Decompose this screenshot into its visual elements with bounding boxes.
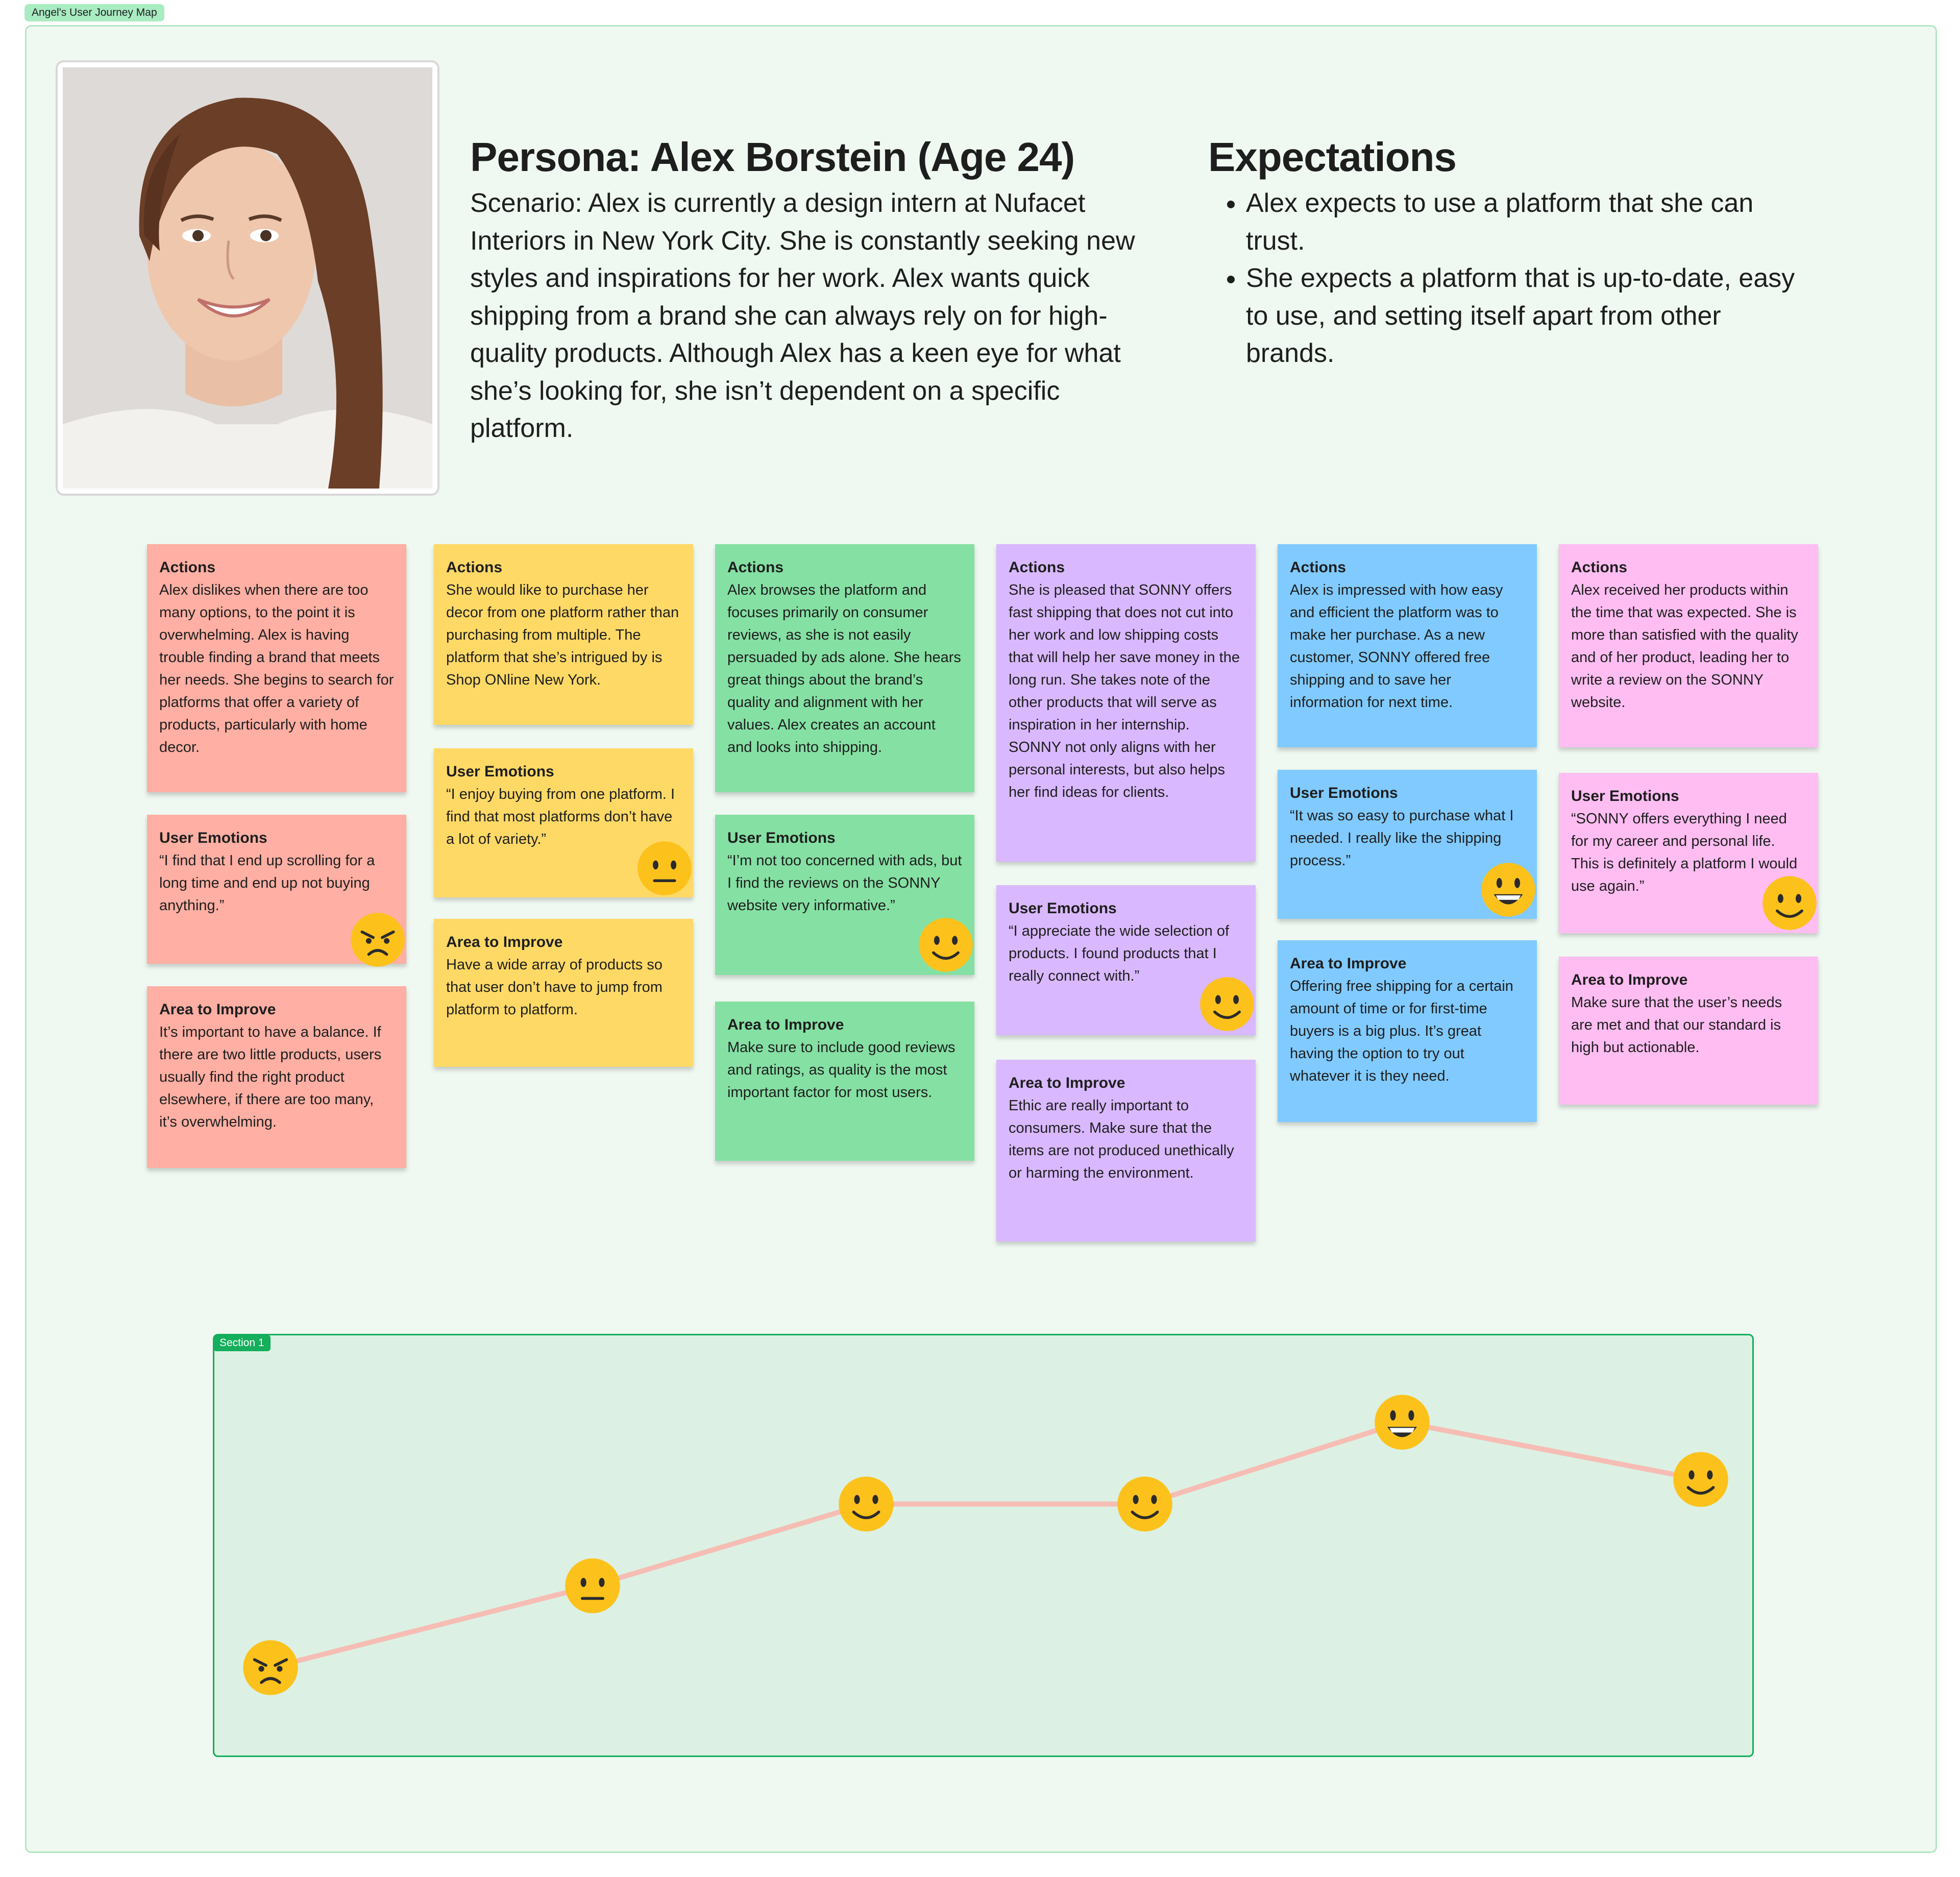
sticky-actions-stage-3[interactable]: Actions Alex browses the platform and fo… <box>715 544 974 792</box>
sticky-emotions-stage-1[interactable]: User Emotions “I find that I end up scro… <box>147 815 406 967</box>
emotion-point-grinning-face-icon <box>1375 1395 1430 1450</box>
emotion-journey-chart <box>243 1395 1728 1695</box>
sticky-heading: Actions <box>1290 559 1346 576</box>
sticky-heading: Actions <box>159 559 216 576</box>
emotion-line <box>270 1420 1701 1670</box>
persona-scenario: Scenario: Alex is currently a design int… <box>470 188 1135 443</box>
sticky-heading: User Emotions <box>727 830 836 846</box>
persona-photo <box>56 60 439 496</box>
sticky-heading: Area to Improve <box>1571 971 1688 988</box>
expectation-item: She expects a platform that is up-to-dat… <box>1246 260 1807 373</box>
sticky-body: “SONNY offers everything I need for my c… <box>1571 811 1798 894</box>
sticky-body: Alex dislikes when there are too many op… <box>159 582 394 755</box>
emotion-point-angry-face-icon <box>243 1640 298 1695</box>
sticky-body: “I find that I end up scrolling for a lo… <box>159 852 375 914</box>
sticky-body: Alex is impressed with how easy and effi… <box>1290 582 1503 711</box>
sticky-heading: Area to Improve <box>1290 955 1407 972</box>
smiling-face-icon <box>919 918 973 972</box>
neutral-face-icon <box>638 841 692 895</box>
emotion-point-smiling-face-icon <box>1673 1452 1728 1507</box>
sticky-emotions-stage-4[interactable]: User Emotions “I appreciate the wide sel… <box>996 885 1256 1035</box>
sticky-body: Ethic are really important to consumers.… <box>1009 1098 1234 1181</box>
sticky-body: “I appreciate the wide selection of prod… <box>1009 923 1230 984</box>
sticky-emotions-stage-2[interactable]: User Emotions “I enjoy buying from one p… <box>434 748 693 897</box>
sticky-improve-stage-5[interactable]: Area to Improve Offering free shipping f… <box>1278 940 1537 1122</box>
sticky-body: Offering free shipping for a certain amo… <box>1290 978 1513 1084</box>
sticky-improve-stage-6[interactable]: Area to Improve Make sure that the user’… <box>1559 957 1818 1105</box>
sticky-actions-stage-6[interactable]: Actions Alex received her products withi… <box>1559 544 1818 747</box>
sticky-body: Make sure to include good reviews and ra… <box>727 1039 955 1101</box>
sticky-body: Make sure that the user’s needs are met … <box>1571 994 1782 1056</box>
sticky-improve-stage-4[interactable]: Area to Improve Ethic are really importa… <box>996 1060 1256 1241</box>
sticky-emotions-stage-6[interactable]: User Emotions “SONNY offers everything I… <box>1559 773 1818 933</box>
sticky-body: “I enjoy buying from one platform. I fin… <box>446 786 675 847</box>
frame-title-label[interactable]: Angel's User Journey Map <box>24 4 164 21</box>
sticky-body: It’s important to have a balance. If the… <box>159 1024 382 1130</box>
sticky-heading: User Emotions <box>446 763 554 780</box>
sticky-emotions-stage-5[interactable]: User Emotions “It was so easy to purchas… <box>1278 770 1537 919</box>
persona-title: Persona: Alex Borstein (Age 24) <box>470 134 1075 180</box>
persona-portrait-image <box>63 67 432 489</box>
sticky-heading: User Emotions <box>159 830 267 846</box>
section-label[interactable]: Section 1 <box>213 1335 271 1351</box>
sticky-body: She would like to purchase her decor fro… <box>446 582 679 688</box>
sticky-improve-stage-2[interactable]: Area to Improve Have a wide array of pro… <box>434 919 693 1067</box>
expectation-item: Alex expects to use a platform that she … <box>1246 185 1807 260</box>
sticky-heading: Actions <box>1571 559 1628 576</box>
sticky-heading: Actions <box>446 559 503 576</box>
sticky-body: Alex received her products within the ti… <box>1571 582 1798 711</box>
emotion-point-smiling-face-icon <box>839 1476 894 1532</box>
emotion-point-neutral-face-icon <box>565 1558 620 1614</box>
sticky-body: “I’m not too concerned with ads, but I f… <box>727 852 962 914</box>
smiling-face-icon <box>1762 876 1817 930</box>
sticky-heading: Actions <box>1009 559 1065 576</box>
expectations-list: Alex expects to use a platform that she … <box>1208 185 1807 373</box>
expectations-title: Expectations <box>1208 134 1457 180</box>
sticky-heading: Area to Improve <box>159 1001 276 1018</box>
sticky-actions-stage-4[interactable]: Actions She is pleased that SONNY offers… <box>996 544 1256 862</box>
sticky-body: “It was so easy to purchase what I neede… <box>1290 808 1514 869</box>
angry-face-icon <box>351 913 405 967</box>
sticky-actions-stage-1[interactable]: Actions Alex dislikes when there are too… <box>147 544 406 792</box>
sticky-improve-stage-3[interactable]: Area to Improve Make sure to include goo… <box>715 1002 974 1161</box>
grinning-face-icon <box>1481 863 1535 917</box>
sticky-actions-stage-2[interactable]: Actions She would like to purchase her d… <box>434 544 693 725</box>
sticky-body: Have a wide array of products so that us… <box>446 957 663 1018</box>
sticky-heading: Area to Improve <box>727 1016 844 1033</box>
emotion-point-smiling-face-icon <box>1117 1476 1172 1532</box>
sticky-body: She is pleased that SONNY offers fast sh… <box>1009 582 1240 800</box>
sticky-emotions-stage-3[interactable]: User Emotions “I’m not too concerned wit… <box>715 815 974 975</box>
sticky-heading: Area to Improve <box>1009 1075 1125 1091</box>
sticky-body: Alex browses the platform and focuses pr… <box>727 582 961 755</box>
smiling-face-icon <box>1200 977 1254 1031</box>
sticky-improve-stage-1[interactable]: Area to Improve It’s important to have a… <box>147 986 406 1168</box>
sticky-heading: User Emotions <box>1009 900 1117 917</box>
sticky-heading: Area to Improve <box>446 934 563 950</box>
sticky-heading: User Emotions <box>1571 788 1679 805</box>
sticky-heading: Actions <box>727 559 784 576</box>
sticky-heading: User Emotions <box>1290 785 1398 801</box>
sticky-actions-stage-5[interactable]: Actions Alex is impressed with how easy … <box>1278 544 1537 747</box>
emotion-journey-section[interactable] <box>213 1334 1754 1757</box>
